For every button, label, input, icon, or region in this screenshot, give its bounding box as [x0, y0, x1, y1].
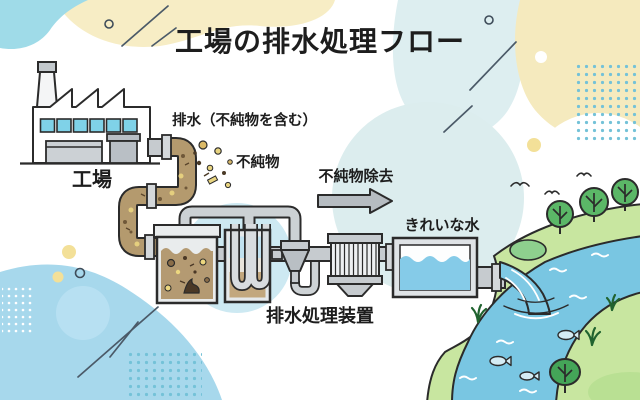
grass-tuft	[470, 293, 621, 347]
separator-funnel	[271, 240, 320, 296]
clean-water-label: きれいな水	[404, 216, 480, 234]
fish-icon	[557, 329, 580, 341]
diagonal-line-accents	[77, 5, 517, 378]
tree-icon	[546, 200, 574, 234]
cyan-wave-top-left	[0, 0, 88, 50]
white-dot-accent	[535, 51, 547, 63]
tree-icon	[549, 358, 581, 393]
yellow-blob-top	[55, 0, 335, 47]
sediment-tank	[153, 224, 221, 305]
factory-building	[20, 61, 163, 165]
pipe-flange	[144, 134, 172, 260]
fish-icon	[489, 355, 512, 367]
bush	[509, 239, 547, 261]
yellow-dot-accent	[527, 138, 541, 152]
waterfall	[499, 261, 569, 320]
illustration-title: 工場の排水処理フロー	[175, 26, 465, 57]
impurities-label: 不純物	[236, 153, 280, 171]
removal-arrow-icon	[317, 188, 393, 214]
filtration-tank	[223, 224, 272, 304]
teal-dot-grid-top-right	[576, 64, 640, 142]
impurity-particles	[193, 140, 233, 189]
tree-icon	[611, 178, 639, 211]
factory-doors	[45, 133, 141, 164]
treatment-device-label: 排水処理装置	[266, 305, 374, 326]
yellow-dot-accent	[52, 271, 64, 283]
filter-unit	[327, 233, 383, 297]
tank-sludge-particles	[164, 256, 210, 294]
circle-outline-accents	[74, 15, 494, 279]
river-waves	[459, 252, 609, 394]
teal-dot-grid-bottom	[126, 350, 202, 400]
u-tubes	[230, 224, 271, 292]
bird-icon	[510, 172, 592, 195]
factory-outlet-stub	[147, 138, 163, 157]
factory-chimney	[36, 61, 58, 108]
splash-ripples	[503, 297, 569, 320]
wastewater-pipe	[118, 134, 197, 260]
clean-water-tank	[385, 236, 506, 299]
fish-icon	[519, 371, 540, 381]
tree-icon	[579, 187, 609, 222]
white-dot-grid	[2, 284, 32, 336]
impurity-removal-label: 不純物除去	[318, 167, 393, 185]
wastewater-label: 排水（不純物を含む）	[172, 111, 317, 129]
yellow-dot-accent	[62, 245, 76, 259]
factory-windows	[39, 118, 138, 133]
factory-label: 工場	[72, 168, 112, 191]
